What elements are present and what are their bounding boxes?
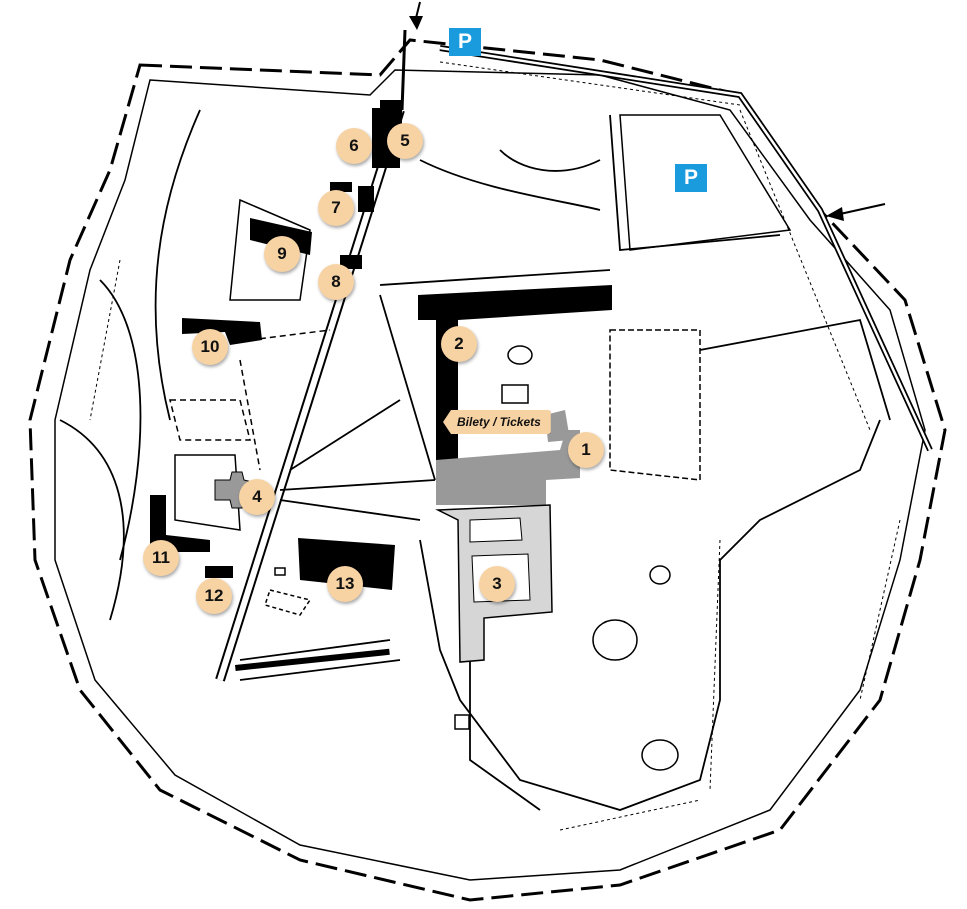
yard-outlines [169,114,792,616]
building-7 [358,186,374,212]
building-10 [182,318,262,345]
poi-marker-10[interactable]: 10 [192,329,228,365]
poi-marker-5[interactable]: 5 [387,123,423,159]
parking-icon: P [457,30,472,53]
palace-wing-ticket [545,410,570,442]
north-arrow-head [409,16,423,30]
parking-sign-east[interactable]: P [675,164,707,192]
poi-marker-1[interactable]: 1 [568,432,604,468]
palace-building [436,430,580,505]
tree-lines [89,61,901,831]
east-road-inner [439,46,932,451]
building-11 [150,495,210,552]
building-13 [298,538,395,590]
poi-marker-2[interactable]: 2 [441,326,477,362]
east-arrow-line [839,203,886,215]
building-5 [380,100,402,130]
buildings [150,100,612,671]
garden-courtyard [469,517,523,543]
building-7a [330,182,352,192]
building-2 [418,285,612,460]
poi-marker-6[interactable]: 6 [336,128,372,164]
building-12 [205,566,233,578]
north-road [400,29,407,111]
wall-south [235,648,390,671]
poi-marker-8[interactable]: 8 [318,264,354,300]
poi-marker-12[interactable]: 12 [196,578,232,614]
tickets-label[interactable]: Bilety / Tickets [443,410,551,434]
park-boundary [28,38,947,902]
parking-icon: P [683,166,698,189]
poi-marker-11[interactable]: 11 [143,540,179,576]
poi-marker-9[interactable]: 9 [264,236,300,272]
inner-boundary [54,69,926,881]
parking-sign-north[interactable]: P [449,28,481,56]
poi-marker-3[interactable]: 3 [479,566,515,602]
poi-marker-7[interactable]: 7 [318,190,354,226]
east-arrow-head [826,207,844,221]
building-8 [340,255,362,269]
poi-marker-13[interactable]: 13 [327,566,363,602]
poi-marker-4[interactable]: 4 [239,479,275,515]
garden-features [274,345,679,771]
